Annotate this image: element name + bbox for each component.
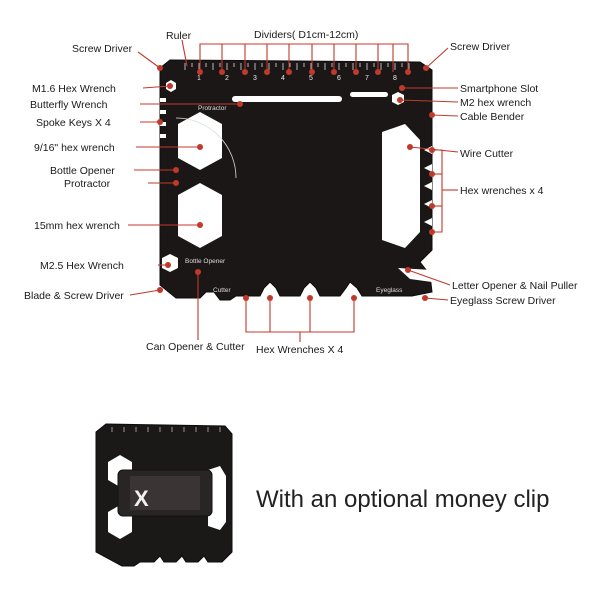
ruler-number: 1 bbox=[197, 75, 201, 82]
label-m2-hex-wrench: M2 hex wrench bbox=[460, 97, 531, 109]
label-butterfly-wrench: Butterfly Wrench bbox=[30, 99, 108, 111]
label-m16-hex-wrench: M1.6 Hex Wrench bbox=[32, 83, 116, 95]
label-cable-bender: Cable Bender bbox=[460, 111, 525, 123]
label-letter-opener: Letter Opener & Nail Puller bbox=[452, 280, 578, 292]
label-15mm-hex-wrench: 15mm hex wrench bbox=[34, 220, 120, 232]
callout-labels: Screw Driver Ruler Dividers( D1cm-12cm) … bbox=[24, 29, 578, 356]
money-clip-caption: With an optional money clip bbox=[256, 486, 549, 513]
ruler-numbers: 1 2 3 4 5 6 7 8 bbox=[197, 75, 397, 82]
money-clip-shine bbox=[130, 476, 200, 510]
card-body bbox=[159, 59, 433, 301]
money-clip-card: X bbox=[95, 423, 233, 567]
label-hex-wrenches-right: Hex wrenches x 4 bbox=[460, 185, 544, 197]
callout-dots bbox=[157, 65, 435, 301]
ruler-number: 5 bbox=[309, 75, 313, 82]
spoke-keys bbox=[160, 98, 166, 138]
protractor-arc bbox=[175, 117, 237, 179]
label-wire-cutter: Wire Cutter bbox=[460, 148, 514, 160]
card-label-protractor: Protractor bbox=[198, 105, 227, 112]
label-m25-hex-wrench: M2.5 Hex Wrench bbox=[40, 260, 124, 272]
clip-ruler-ticks bbox=[111, 427, 221, 432]
label-blade-screw-driver: Blade & Screw Driver bbox=[24, 290, 124, 302]
label-screw-driver-right: Screw Driver bbox=[450, 41, 511, 53]
smartphone-slot bbox=[232, 96, 342, 102]
label-spoke-keys: Spoke Keys X 4 bbox=[36, 117, 111, 129]
card-label-eyeglass: Eyeglass bbox=[376, 287, 403, 294]
multitool-card: 1 2 3 4 5 6 7 8 bbox=[159, 59, 433, 301]
label-916-hex-wrench: 9/16" hex wrench bbox=[34, 142, 115, 154]
ruler-number: 8 bbox=[393, 75, 397, 82]
label-eyeglass-screw-driver: Eyeglass Screw Driver bbox=[450, 295, 556, 307]
ruler-number: 4 bbox=[281, 75, 285, 82]
label-ruler: Ruler bbox=[166, 30, 192, 42]
card-label-bottle-opener: Bottle Opener bbox=[185, 258, 226, 265]
ruler-number: 7 bbox=[365, 75, 369, 82]
label-bottle-opener: Bottle Opener bbox=[50, 165, 115, 177]
card-label-cutter: Cutter bbox=[213, 287, 232, 294]
916-hex-cutout bbox=[178, 112, 222, 170]
15mm-hex-cutout bbox=[178, 183, 222, 248]
callout-lines bbox=[128, 39, 459, 342]
label-hex-wrenches-bottom: Hex Wrenches X 4 bbox=[256, 344, 344, 356]
ruler-number: 3 bbox=[253, 75, 257, 82]
label-protractor: Protractor bbox=[64, 178, 111, 190]
clip-logo-mark: X bbox=[134, 486, 149, 511]
ruler-number: 2 bbox=[225, 75, 229, 82]
label-dividers: Dividers( D1cm-12cm) bbox=[254, 29, 358, 41]
ruler-ticks bbox=[184, 63, 410, 70]
hex-wrenches-cutout bbox=[382, 124, 420, 248]
ruler-number: 6 bbox=[337, 75, 341, 82]
small-slot bbox=[350, 92, 388, 97]
label-smartphone-slot: Smartphone Slot bbox=[460, 83, 538, 95]
label-screw-driver-left: Screw Driver bbox=[72, 43, 133, 55]
label-can-opener: Can Opener & Cutter bbox=[146, 341, 245, 353]
